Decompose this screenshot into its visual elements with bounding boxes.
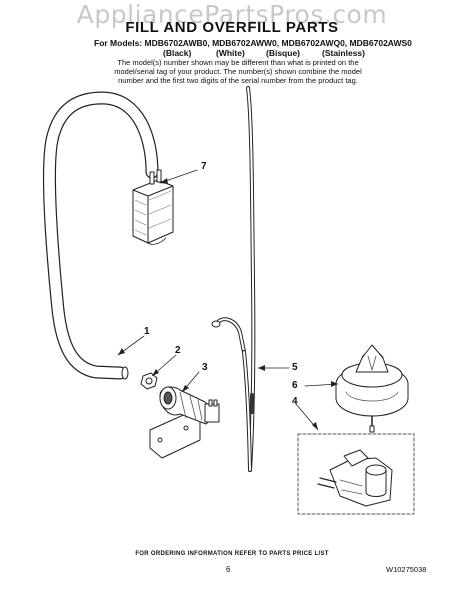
switch-assembly-illustration [297,433,415,515]
note-line-1: The model(s) number shown may be differe… [117,58,359,67]
ordering-info-footer: FOR ORDERING INFORMATION REFER TO PARTS … [135,551,329,557]
callout-5: 5 [292,362,298,373]
color-black: (Black) [163,48,192,58]
callout-6: 6 [292,380,298,391]
document-number: W10275038 [386,565,427,574]
module-illustration [132,169,174,245]
page-number: 6 [226,565,231,574]
nut-illustration [140,372,158,390]
callout-3: 3 [202,362,208,373]
models-line: For Models: MDB6702AWB0, MDB6702AWW0, MD… [94,38,412,48]
color-white: (White) [216,48,245,58]
callout-4: 4 [292,396,298,407]
tube-illustration [211,86,256,472]
cap-illustration [335,344,409,433]
water-valve-illustration [149,386,220,459]
watermark: AppliancePartsPros.com [76,0,388,29]
note-line-2: model/serial tag of your product. The nu… [114,67,362,76]
color-stainless: (Stainless) [322,48,365,58]
callout-1: 1 [144,326,150,337]
note-line-3: number and the first two digits of the s… [118,76,358,85]
callout-arrowheads [118,178,338,430]
fill-hose-illustration [43,91,159,380]
callout-7: 7 [201,161,207,172]
page-title: FILL AND OVERFILL PARTS [125,19,339,36]
callout-2: 2 [175,345,181,356]
color-bisque: (Bisque) [266,48,300,58]
